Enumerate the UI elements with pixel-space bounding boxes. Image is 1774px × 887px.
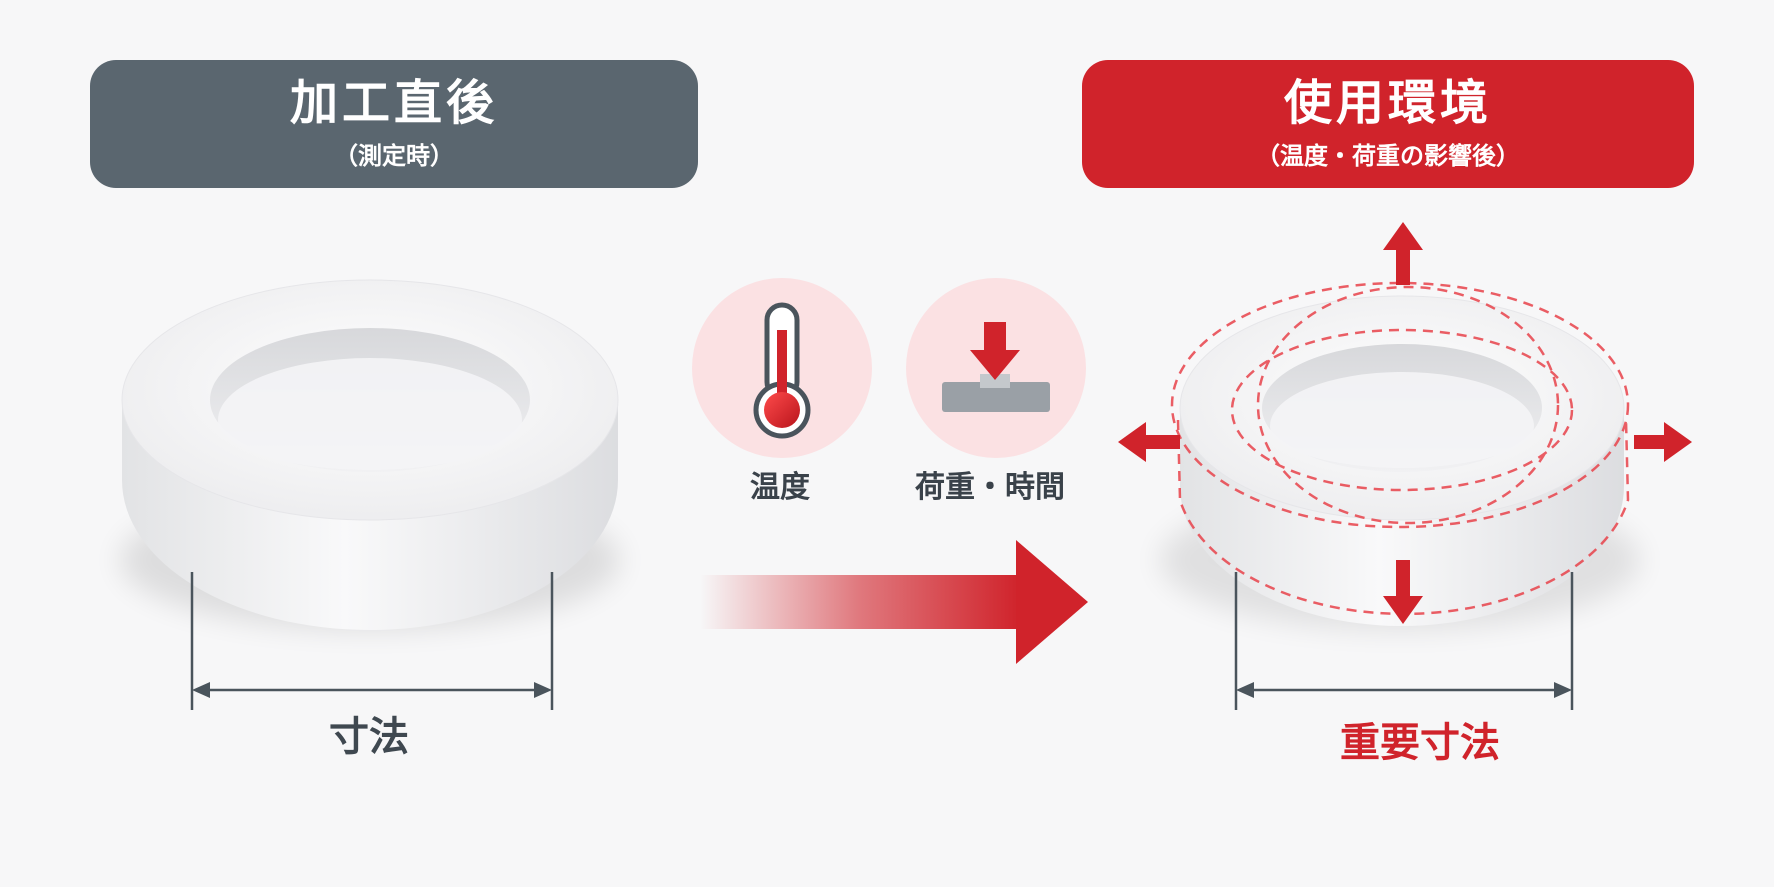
expansion-arrow-up [1383,222,1423,285]
dimension-line-before [190,572,554,710]
header-before: 加工直後 （測定時） [90,60,698,188]
header-after-title: 使用環境 [1283,75,1492,132]
transition-arrow [700,540,1088,664]
factor-label-load-time: 荷重・時間 [915,470,1065,505]
expansion-arrow-right [1634,422,1692,462]
header-before-subtitle: （測定時） [334,141,454,170]
dimension-label-after: 重要寸法 [1340,720,1500,766]
load-press-icon [906,278,1086,458]
factor-label-temperature: 温度 [750,470,810,505]
ring-before [120,279,620,630]
expansion-arrow-down [1383,560,1423,624]
header-before-title: 加工直後 [289,75,498,132]
expansion-arrow-left [1118,422,1180,462]
ring-after [1160,281,1640,630]
dimension-line-after [1234,572,1574,710]
header-after: 使用環境 （温度・荷重の影響後） [1082,60,1694,188]
header-after-subtitle: （温度・荷重の影響後） [1256,141,1520,170]
thermometer-icon [692,278,872,458]
dimension-label-before: 寸法 [329,714,409,760]
